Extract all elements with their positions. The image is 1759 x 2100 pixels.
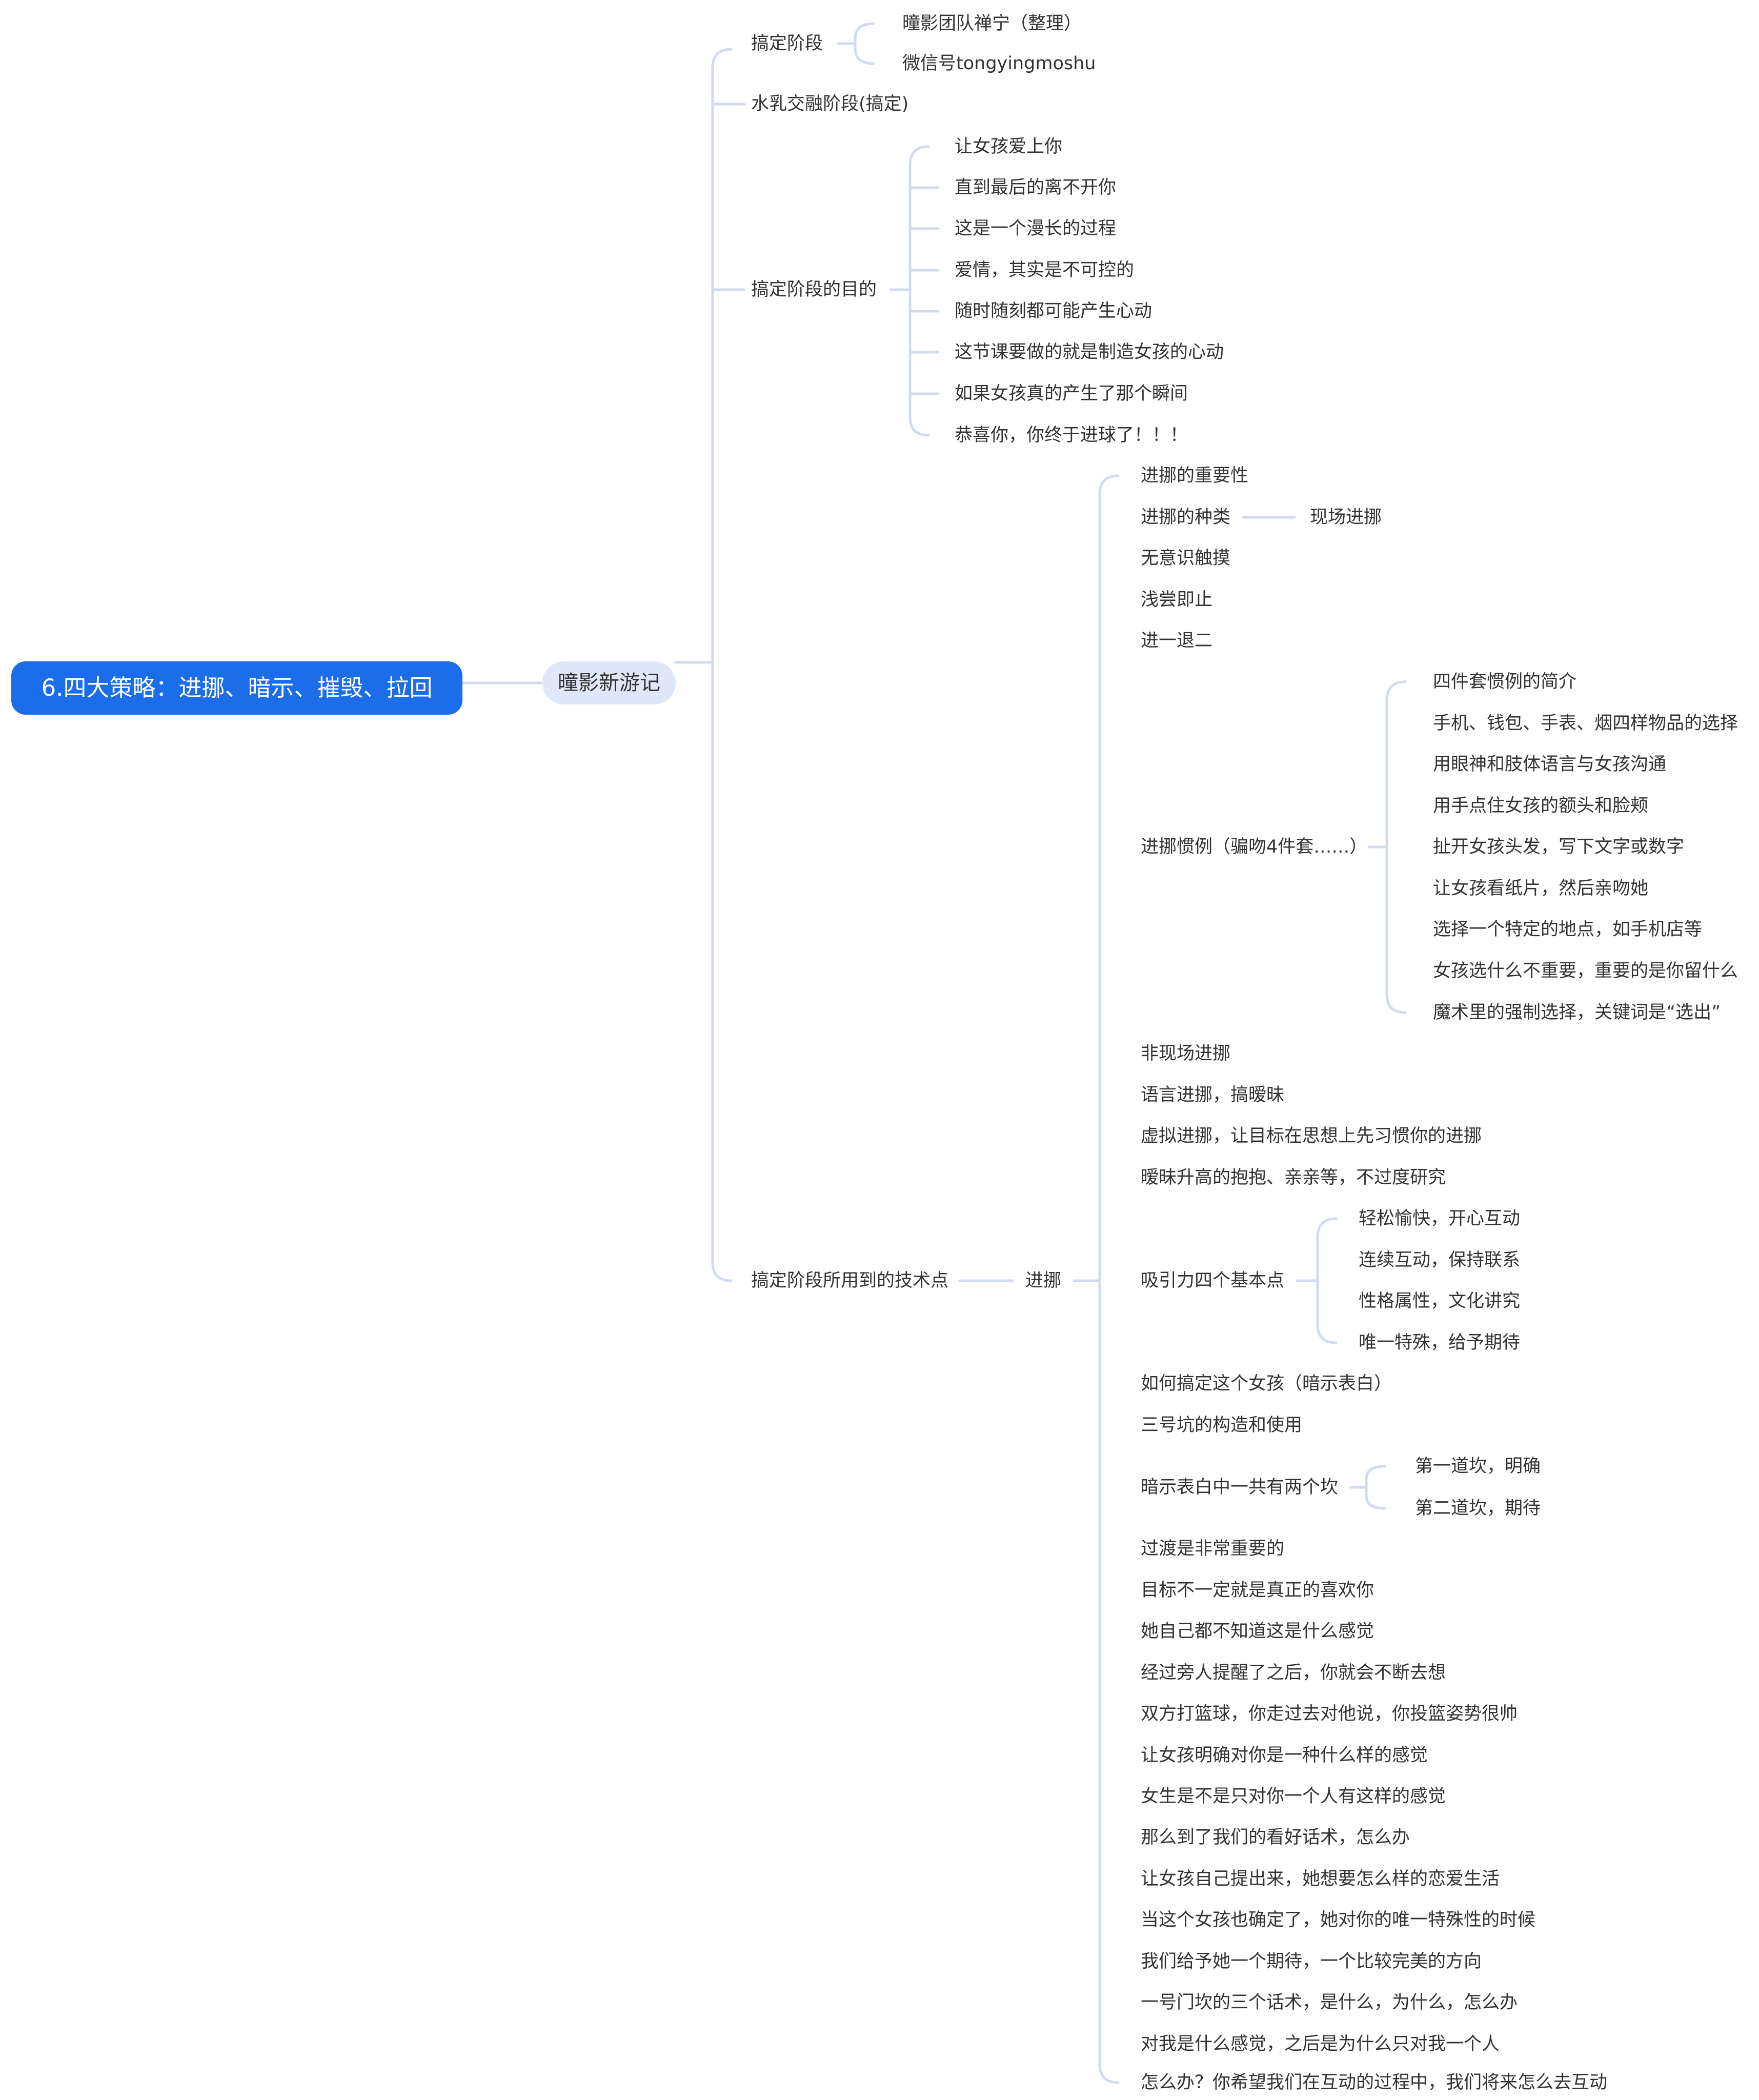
routine-child[interactable]: 女孩选什么不重要，重要的是你留什么	[1433, 961, 1738, 981]
branch-goal[interactable]: 搞定阶段的目的	[751, 279, 877, 300]
routine-child[interactable]: 用手点住女孩的额头和脸颊	[1433, 796, 1649, 816]
tech-item-offsite[interactable]: 非现场进挪	[1141, 1043, 1231, 1064]
tech-item-routine[interactable]: 进挪惯例（骗吻4件套……）	[1141, 837, 1368, 857]
tech-item-verbal[interactable]: 语言进挪，搞暧昧	[1141, 1085, 1285, 1105]
tech-item-types[interactable]: 进挪的种类	[1141, 507, 1231, 528]
tech-item-types-onsite[interactable]: 现场进挪	[1310, 507, 1382, 528]
attraction-child[interactable]: 连续互动，保持联系	[1359, 1250, 1521, 1270]
stage-note-wechat[interactable]: 微信号tongyingmoshu	[902, 53, 1096, 74]
tech-item-rest[interactable]: 女生是不是只对你一个人有这样的感觉	[1141, 1786, 1446, 1807]
goal-item[interactable]: 恭喜你，你终于进球了！！！	[955, 425, 1188, 446]
tech-item-rest[interactable]: 目标不一定就是真正的喜欢你	[1141, 1580, 1374, 1601]
goal-item[interactable]: 这节课要做的就是制造女孩的心动	[955, 342, 1224, 362]
root-topic[interactable]: 6.四大策略：进挪、暗示、摧毁、拉回	[11, 661, 462, 715]
goal-item[interactable]: 直到最后的离不开你	[955, 177, 1117, 198]
routine-child[interactable]: 四件套惯例的简介	[1433, 672, 1577, 692]
tech-item-importance[interactable]: 进挪的重要性	[1141, 466, 1249, 486]
stage-note-team[interactable]: 曈影团队禅宁（整理）	[902, 13, 1082, 34]
tech-item-rest[interactable]: 双方打篮球，你走过去对他说，你投篮姿势很帅	[1141, 1704, 1518, 1724]
attraction-child[interactable]: 轻松愉快，开心互动	[1359, 1208, 1521, 1229]
tech-item-rest[interactable]: 一号门坎的三个话术，是什么，为什么，怎么办	[1141, 1992, 1518, 2013]
routine-child[interactable]: 让女孩看纸片，然后亲吻她	[1433, 878, 1649, 899]
branch-blend[interactable]: 水乳交融阶段(搞定)	[751, 94, 909, 114]
tech-item-hurdles[interactable]: 暗示表白中一共有两个坎	[1141, 1477, 1339, 1498]
tech-item-rest[interactable]: 让女孩明确对你是一种什么样的感觉	[1141, 1745, 1428, 1766]
goal-item[interactable]: 随时随刻都可能产生心动	[955, 301, 1153, 321]
goal-item[interactable]: 让女孩爱上你	[955, 136, 1063, 157]
tech-item-rest[interactable]: 我们给予她一个期待，一个比较完美的方向	[1141, 1951, 1482, 1972]
tech-item-rest[interactable]: 让女孩自己提出来，她想要怎么样的恋爱生活	[1141, 1869, 1500, 1889]
branch-tech[interactable]: 搞定阶段所用到的技术点	[751, 1270, 949, 1291]
tech-item-rest[interactable]: 过渡是非常重要的	[1141, 1539, 1285, 1559]
tech-item-pit[interactable]: 三号坑的构造和使用	[1141, 1415, 1303, 1436]
routine-child[interactable]: 手机、钱包、手表、烟四样物品的选择	[1433, 713, 1738, 734]
tech-item-howto[interactable]: 如何搞定这个女孩（暗示表白）	[1141, 1374, 1392, 1394]
tech-item-unconscious[interactable]: 无意识触摸	[1141, 548, 1231, 569]
routine-child[interactable]: 用眼神和肢体语言与女孩沟通	[1433, 754, 1667, 775]
goal-item[interactable]: 如果女孩真的产生了那个瞬间	[955, 383, 1188, 404]
tech-item-virtual[interactable]: 虚拟进挪，让目标在思想上先习惯你的进挪	[1141, 1126, 1482, 1146]
hurdle-child[interactable]: 第一道坎，明确	[1415, 1456, 1541, 1477]
tech-item-rest[interactable]: 她自己都不知道这是什么感觉	[1141, 1621, 1374, 1642]
hurdle-child[interactable]: 第二道坎，期待	[1415, 1498, 1541, 1519]
tech-item-rest[interactable]: 当这个女孩也确定了，她对你的唯一特殊性的时候	[1141, 1910, 1536, 1930]
tech-item-attraction[interactable]: 吸引力四个基本点	[1141, 1270, 1285, 1291]
routine-child[interactable]: 选择一个特定的地点，如手机店等	[1433, 919, 1703, 940]
routine-child[interactable]: 魔术里的强制选择，关键词是“选出”	[1433, 1002, 1721, 1023]
tech-item-rest[interactable]: 那么到了我们的看好话术，怎么办	[1141, 1827, 1410, 1848]
attraction-child[interactable]: 性格属性，文化讲究	[1359, 1291, 1521, 1311]
tech-sub-jinnuo[interactable]: 进挪	[1025, 1270, 1062, 1291]
goal-item[interactable]: 这是一个漫长的过程	[955, 218, 1117, 239]
tech-item-rest[interactable]: 对我是什么感觉，之后是为什么只对我一个人	[1141, 2034, 1500, 2054]
tech-item-rest[interactable]: 经过旁人提醒了之后，你就会不断去想	[1141, 1663, 1446, 1683]
level1-topic[interactable]: 曈影新游记	[542, 661, 676, 704]
tech-item-taste[interactable]: 浅尝即止	[1141, 590, 1213, 610]
routine-child[interactable]: 扯开女孩头发，写下文字或数字	[1433, 837, 1685, 857]
tech-item-ambiguity[interactable]: 暧昧升高的抱抱、亲亲等，不过度研究	[1141, 1167, 1446, 1188]
tech-item-rest[interactable]: 怎么办？你希望我们在互动的过程中，我们将来怎么去互动	[1141, 2072, 1608, 2093]
branch-stage[interactable]: 搞定阶段	[751, 33, 823, 54]
tech-item-step[interactable]: 进一退二	[1141, 631, 1213, 651]
attraction-child[interactable]: 唯一特殊，给予期待	[1359, 1332, 1521, 1353]
goal-item[interactable]: 爱情，其实是不可控的	[955, 260, 1135, 280]
